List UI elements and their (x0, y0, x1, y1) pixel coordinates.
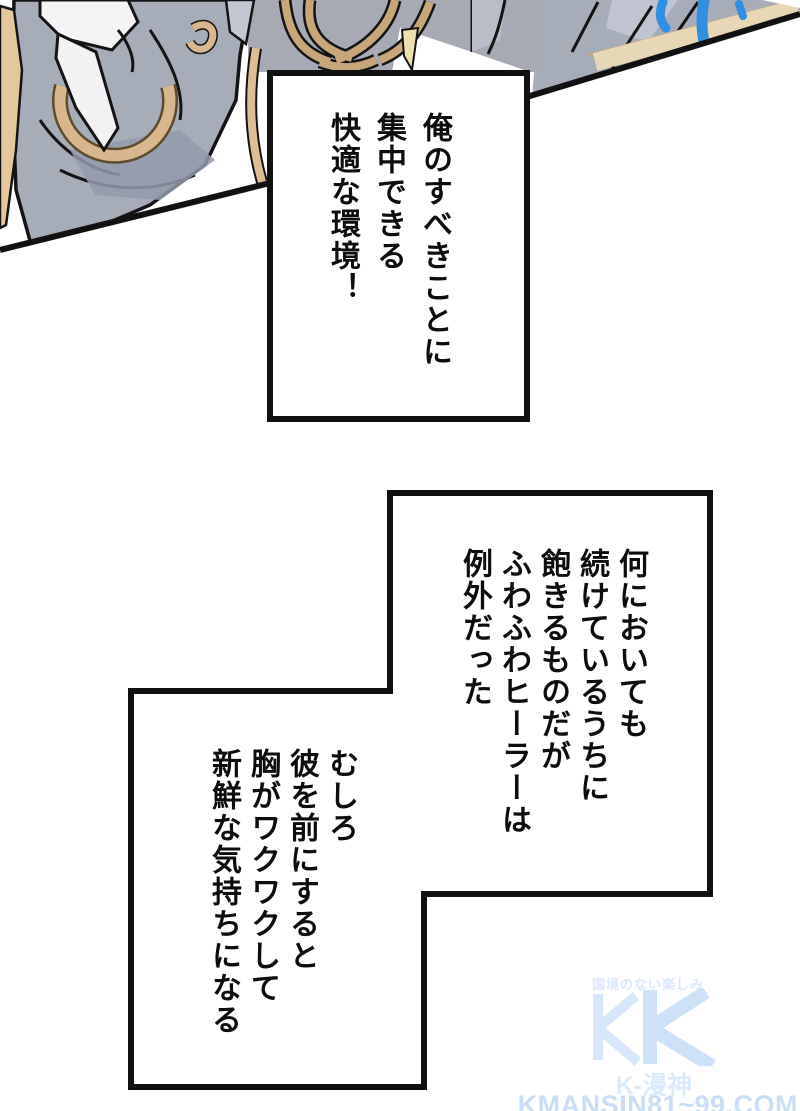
speech-box-1 (267, 70, 530, 422)
staff-gold-ornament (248, 0, 544, 74)
bubble-2-line: 例外だった (458, 548, 491, 708)
bubble-1-line: 集中できる (372, 112, 405, 272)
bubble-2-text: 何においても 続けているうちに 飽きるものだが ふわふわヒーラーは 例外だった (455, 548, 650, 836)
bubble-3-text: むしろ 彼を前にすると 胸がワクワクして 新鮮な気持ちになる (204, 748, 360, 1036)
cloaked-character-illustration (0, 0, 268, 250)
bubble-3-line: むしろ (324, 748, 357, 844)
speech-box-2-staircase (128, 490, 713, 1090)
bubble-2-line: 飽きるものだが (536, 548, 569, 772)
bubble-1-line: 俺のすべきことに (418, 112, 451, 368)
bubble-3-line: 彼を前にすると (285, 748, 318, 972)
bubble-3-line: 新鮮な気持ちになる (207, 748, 240, 1036)
top-panel-artwork (0, 0, 800, 253)
bubble-1-text: 俺のすべきことに 集中できる 快適な環境！ (319, 112, 457, 368)
bubble-2-line: ふわふわヒーラーは (497, 548, 530, 836)
bubble-2-line: 続けているうちに (575, 548, 608, 804)
bubble-1-line: 快適な環境！ (326, 112, 359, 304)
bubble-2-line: 何においても (614, 548, 647, 740)
bubble-3-line: 胸がワクワクして (246, 748, 279, 1004)
